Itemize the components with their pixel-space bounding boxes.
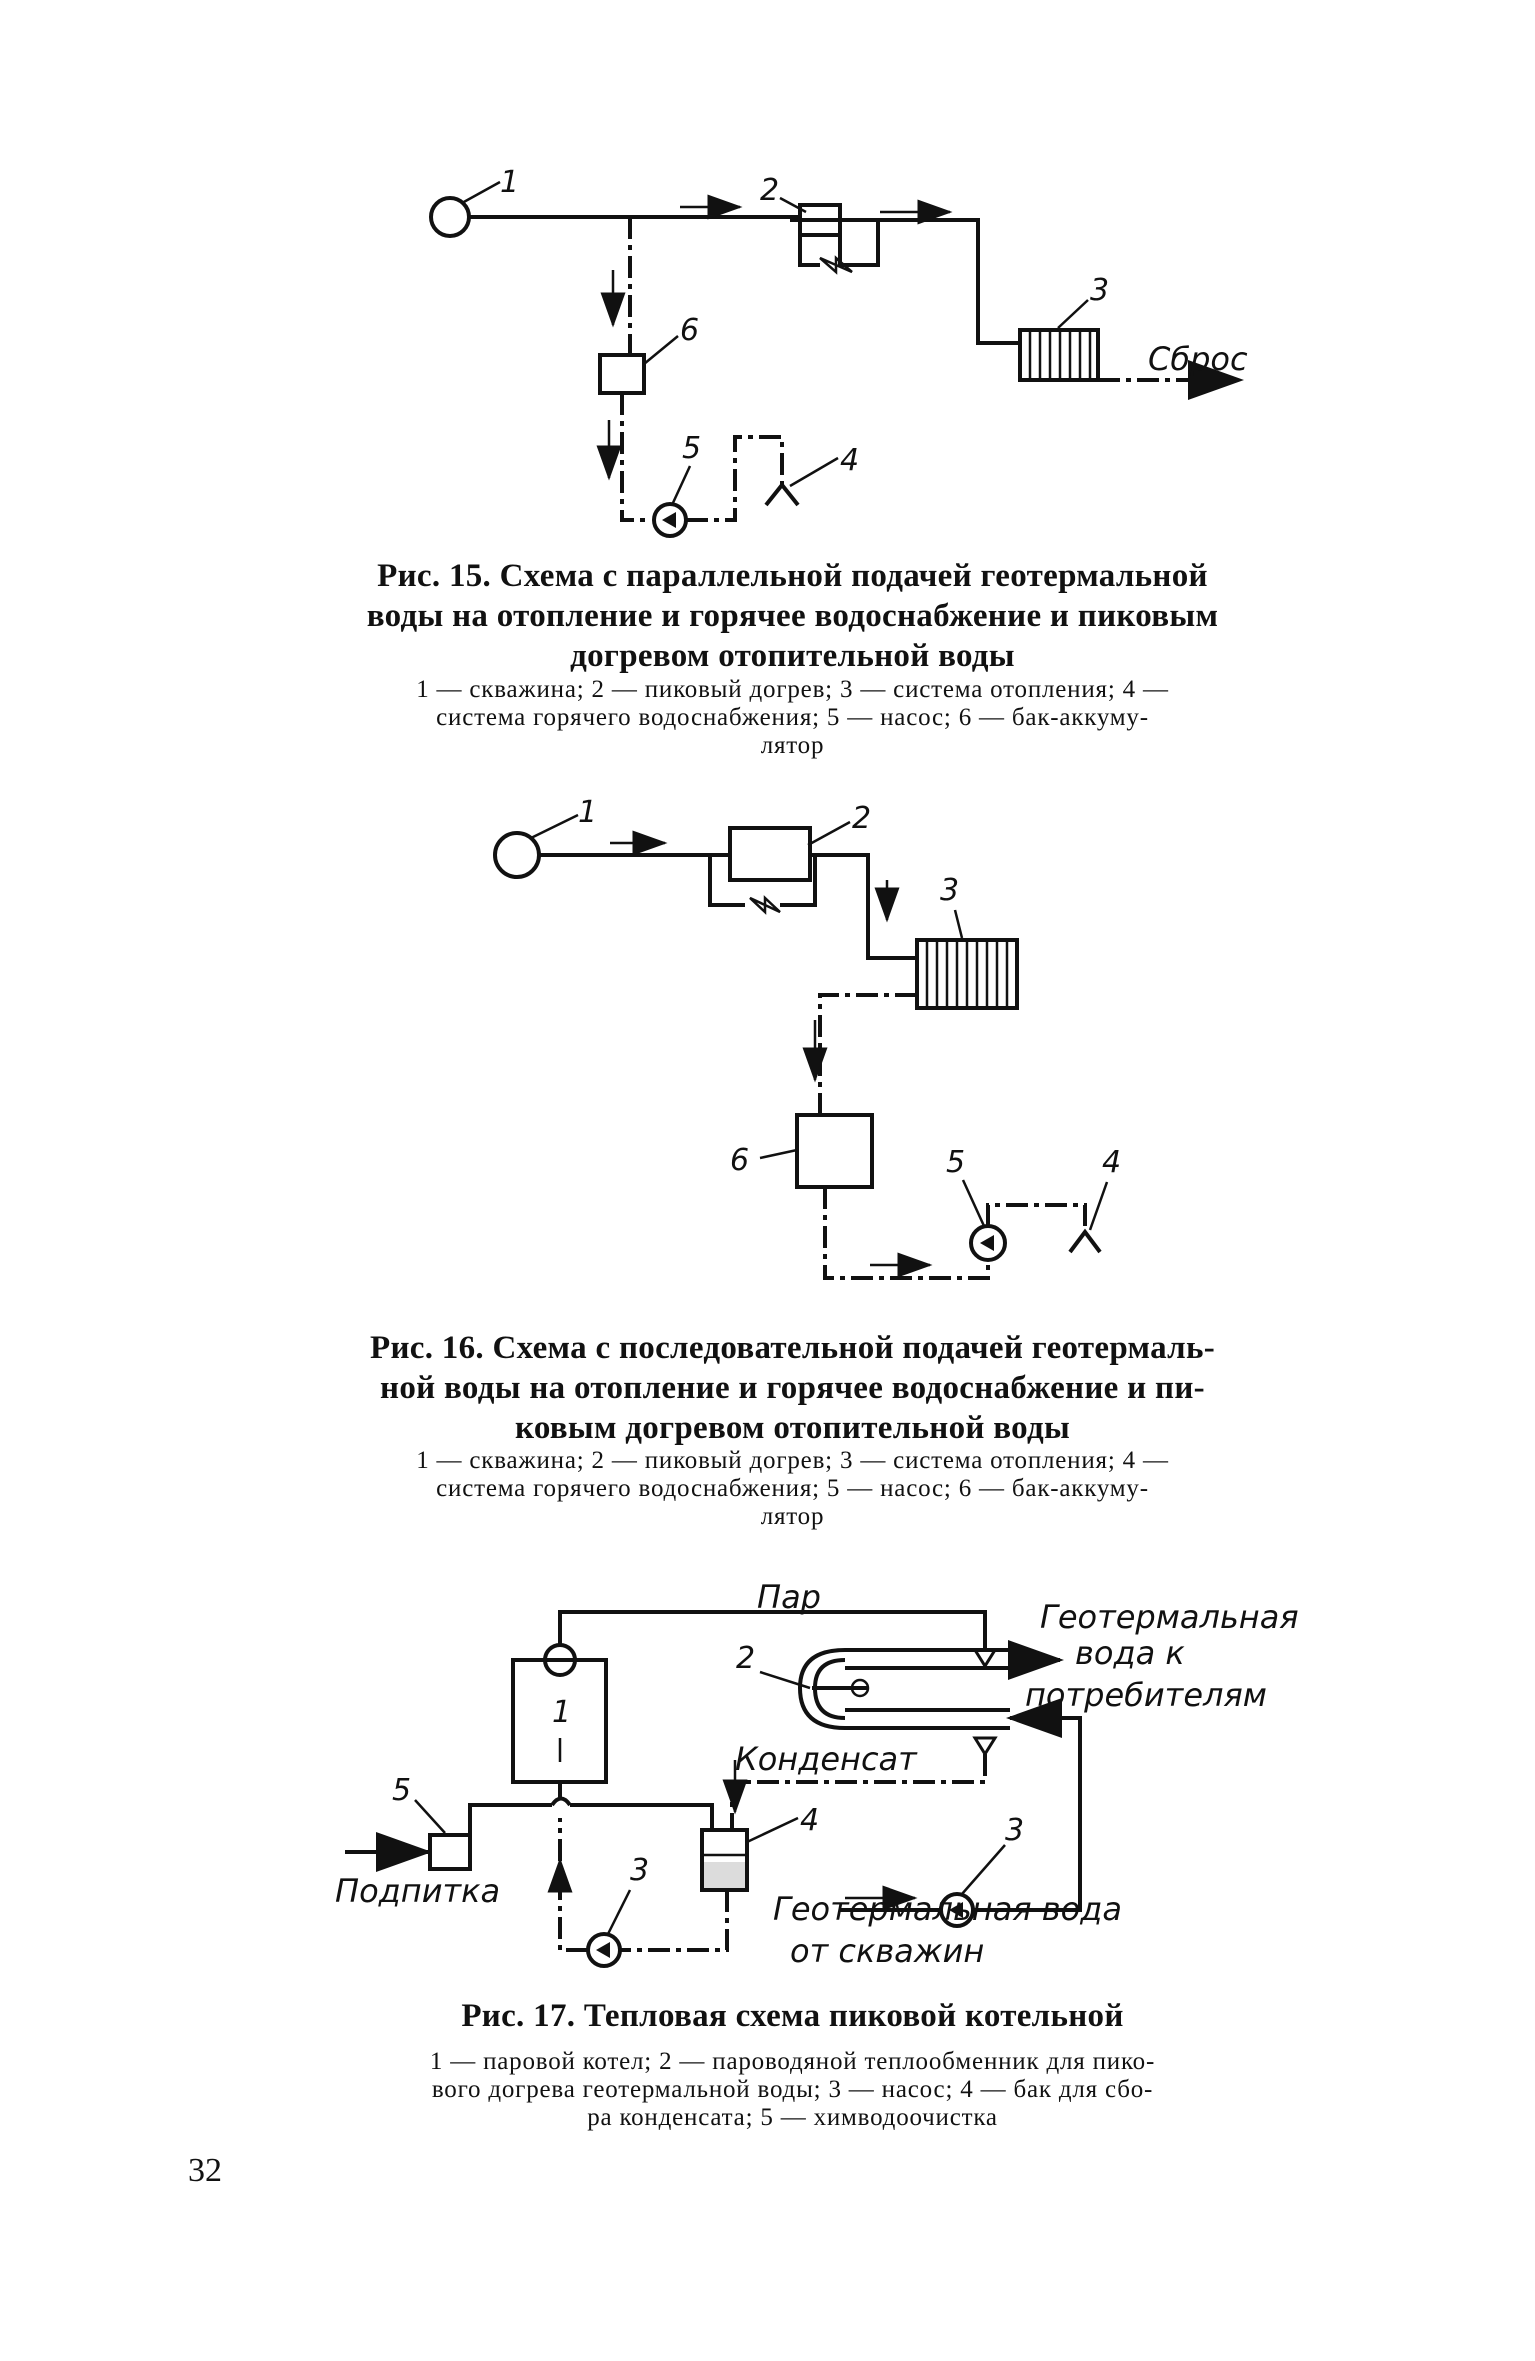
fig17-heat-exchanger	[797, 1648, 1010, 1730]
fig17-label-1: 1	[552, 1695, 571, 1730]
fig17-label-5: 5	[392, 1773, 411, 1808]
fig17-label-geo-out-2: вода к	[1075, 1634, 1185, 1672]
fig17-legend-line: 1 — паровой котел; 2 — пароводяной тепло…	[429, 2048, 1156, 2075]
fig16-legend-line: система горячего водоснабжения; 5 — насо…	[436, 1475, 1149, 1502]
fig16-legend-line: 1 — скважина; 2 — пиковый догрев; 3 — си…	[416, 1447, 1169, 1474]
fig15-label-1: 1	[500, 165, 519, 200]
fig16-label-2: 2	[852, 801, 871, 836]
fig16-legend: 1 — скважина; 2 — пиковый догрев; 3 — си…	[300, 1447, 1285, 1531]
fig15-caption: Рис. 15. Схема с параллельной подачей ге…	[300, 556, 1285, 676]
fig16-caption-line: Рис. 16. Схема с последовательной подаче…	[369, 1330, 1216, 1366]
fig15-label-5: 5	[682, 431, 701, 466]
fig15-label-4: 4	[840, 443, 859, 478]
fig16-label-4: 4	[1102, 1145, 1121, 1180]
fig15-label-sbros: Сброс	[1148, 340, 1248, 378]
fig17-pump-3a-icon	[586, 1932, 622, 1968]
fig17-label-geo-out-3: потребителям	[1025, 1676, 1267, 1714]
fig17-caption: Рис. 17. Тепловая схема пиковой котельно…	[300, 1996, 1285, 2036]
fig15-diagram: 1 2 3 Сброс 6	[429, 165, 1248, 538]
fig17-condensate-tank	[700, 1828, 749, 1892]
fig15-tap-icon	[764, 481, 800, 507]
fig16-valve-icon	[749, 895, 781, 915]
fig16-storage-tank	[795, 1113, 874, 1189]
fig17-water-treatment	[428, 1833, 472, 1871]
fig17-legend: 1 — паровой котел; 2 — пароводяной тепло…	[300, 2048, 1285, 2132]
fig17-label-geo-in-1: Геотермальная вода	[773, 1890, 1122, 1928]
fig16-well-icon	[493, 831, 541, 879]
fig17-label-par: Пар	[757, 1578, 821, 1616]
fig15-caption-line: воды на отопление и горячее водоснабжени…	[366, 598, 1219, 634]
fig16-diagram: 1 2 3 6 5	[493, 795, 1121, 1280]
fig17-label-2: 2	[736, 1641, 755, 1676]
fig17-label-geo-in-2: от скважин	[790, 1932, 984, 1970]
fig16-label-6: 6	[730, 1143, 749, 1178]
fig15-legend-line: 1 — скважина; 2 — пиковый догрев; 3 — си…	[416, 676, 1169, 703]
fig15-label-2: 2	[760, 173, 779, 208]
fig17-legend-line: вого догрева геотермальной воды; 3 — нас…	[431, 2076, 1154, 2103]
fig16-caption-line: ковым догревом отопительной воды	[514, 1410, 1071, 1446]
fig17-legend-line: ра конденсата; 5 — химводоочистка	[587, 2104, 998, 2131]
fig15-legend-line: система горячего водоснабжения; 5 — насо…	[436, 704, 1149, 731]
fig17-label-3a: 3	[630, 1853, 649, 1888]
fig17-label-geo-out-1: Геотермальная	[1040, 1598, 1299, 1636]
fig16-peak-heater	[728, 826, 812, 882]
fig17-caption-line: Рис. 17. Тепловая схема пиковой котельно…	[461, 1998, 1124, 2034]
fig15-storage-tank	[598, 353, 646, 395]
fig15-valve-icon	[819, 255, 853, 275]
fig17-label-3b: 3	[1005, 1813, 1024, 1848]
fig15-caption-line: Рис. 15. Схема с параллельной подачей ге…	[377, 558, 1208, 594]
fig16-label-5: 5	[946, 1145, 965, 1180]
fig15-label-3: 3	[1090, 273, 1109, 308]
fig16-tap-icon	[1068, 1228, 1102, 1254]
fig17-label-kondensat: Конденсат	[735, 1740, 918, 1778]
fig16-caption: Рис. 16. Схема с последовательной подаче…	[300, 1328, 1285, 1448]
fig16-label-3: 3	[940, 873, 959, 908]
page-number: 32	[188, 2152, 222, 2189]
fig15-legend: 1 — скважина; 2 — пиковый догрев; 3 — си…	[300, 676, 1285, 760]
fig15-label-6: 6	[680, 313, 699, 348]
fig17-label-podpitka: Подпитка	[335, 1872, 500, 1910]
fig16-caption-line: ной воды на отопление и горячее водоснаб…	[380, 1370, 1205, 1406]
fig17-diagram: 1 Пар 2 Геотермальная вода к потребителя…	[335, 1578, 1299, 1970]
fig17-label-4: 4	[800, 1803, 819, 1838]
fig16-label-1: 1	[578, 795, 597, 830]
fig15-caption-line: догревом отопительной воды	[570, 638, 1015, 674]
fig16-legend-line: лятор	[760, 1503, 825, 1530]
fig15-legend-line: лятор	[760, 732, 825, 759]
